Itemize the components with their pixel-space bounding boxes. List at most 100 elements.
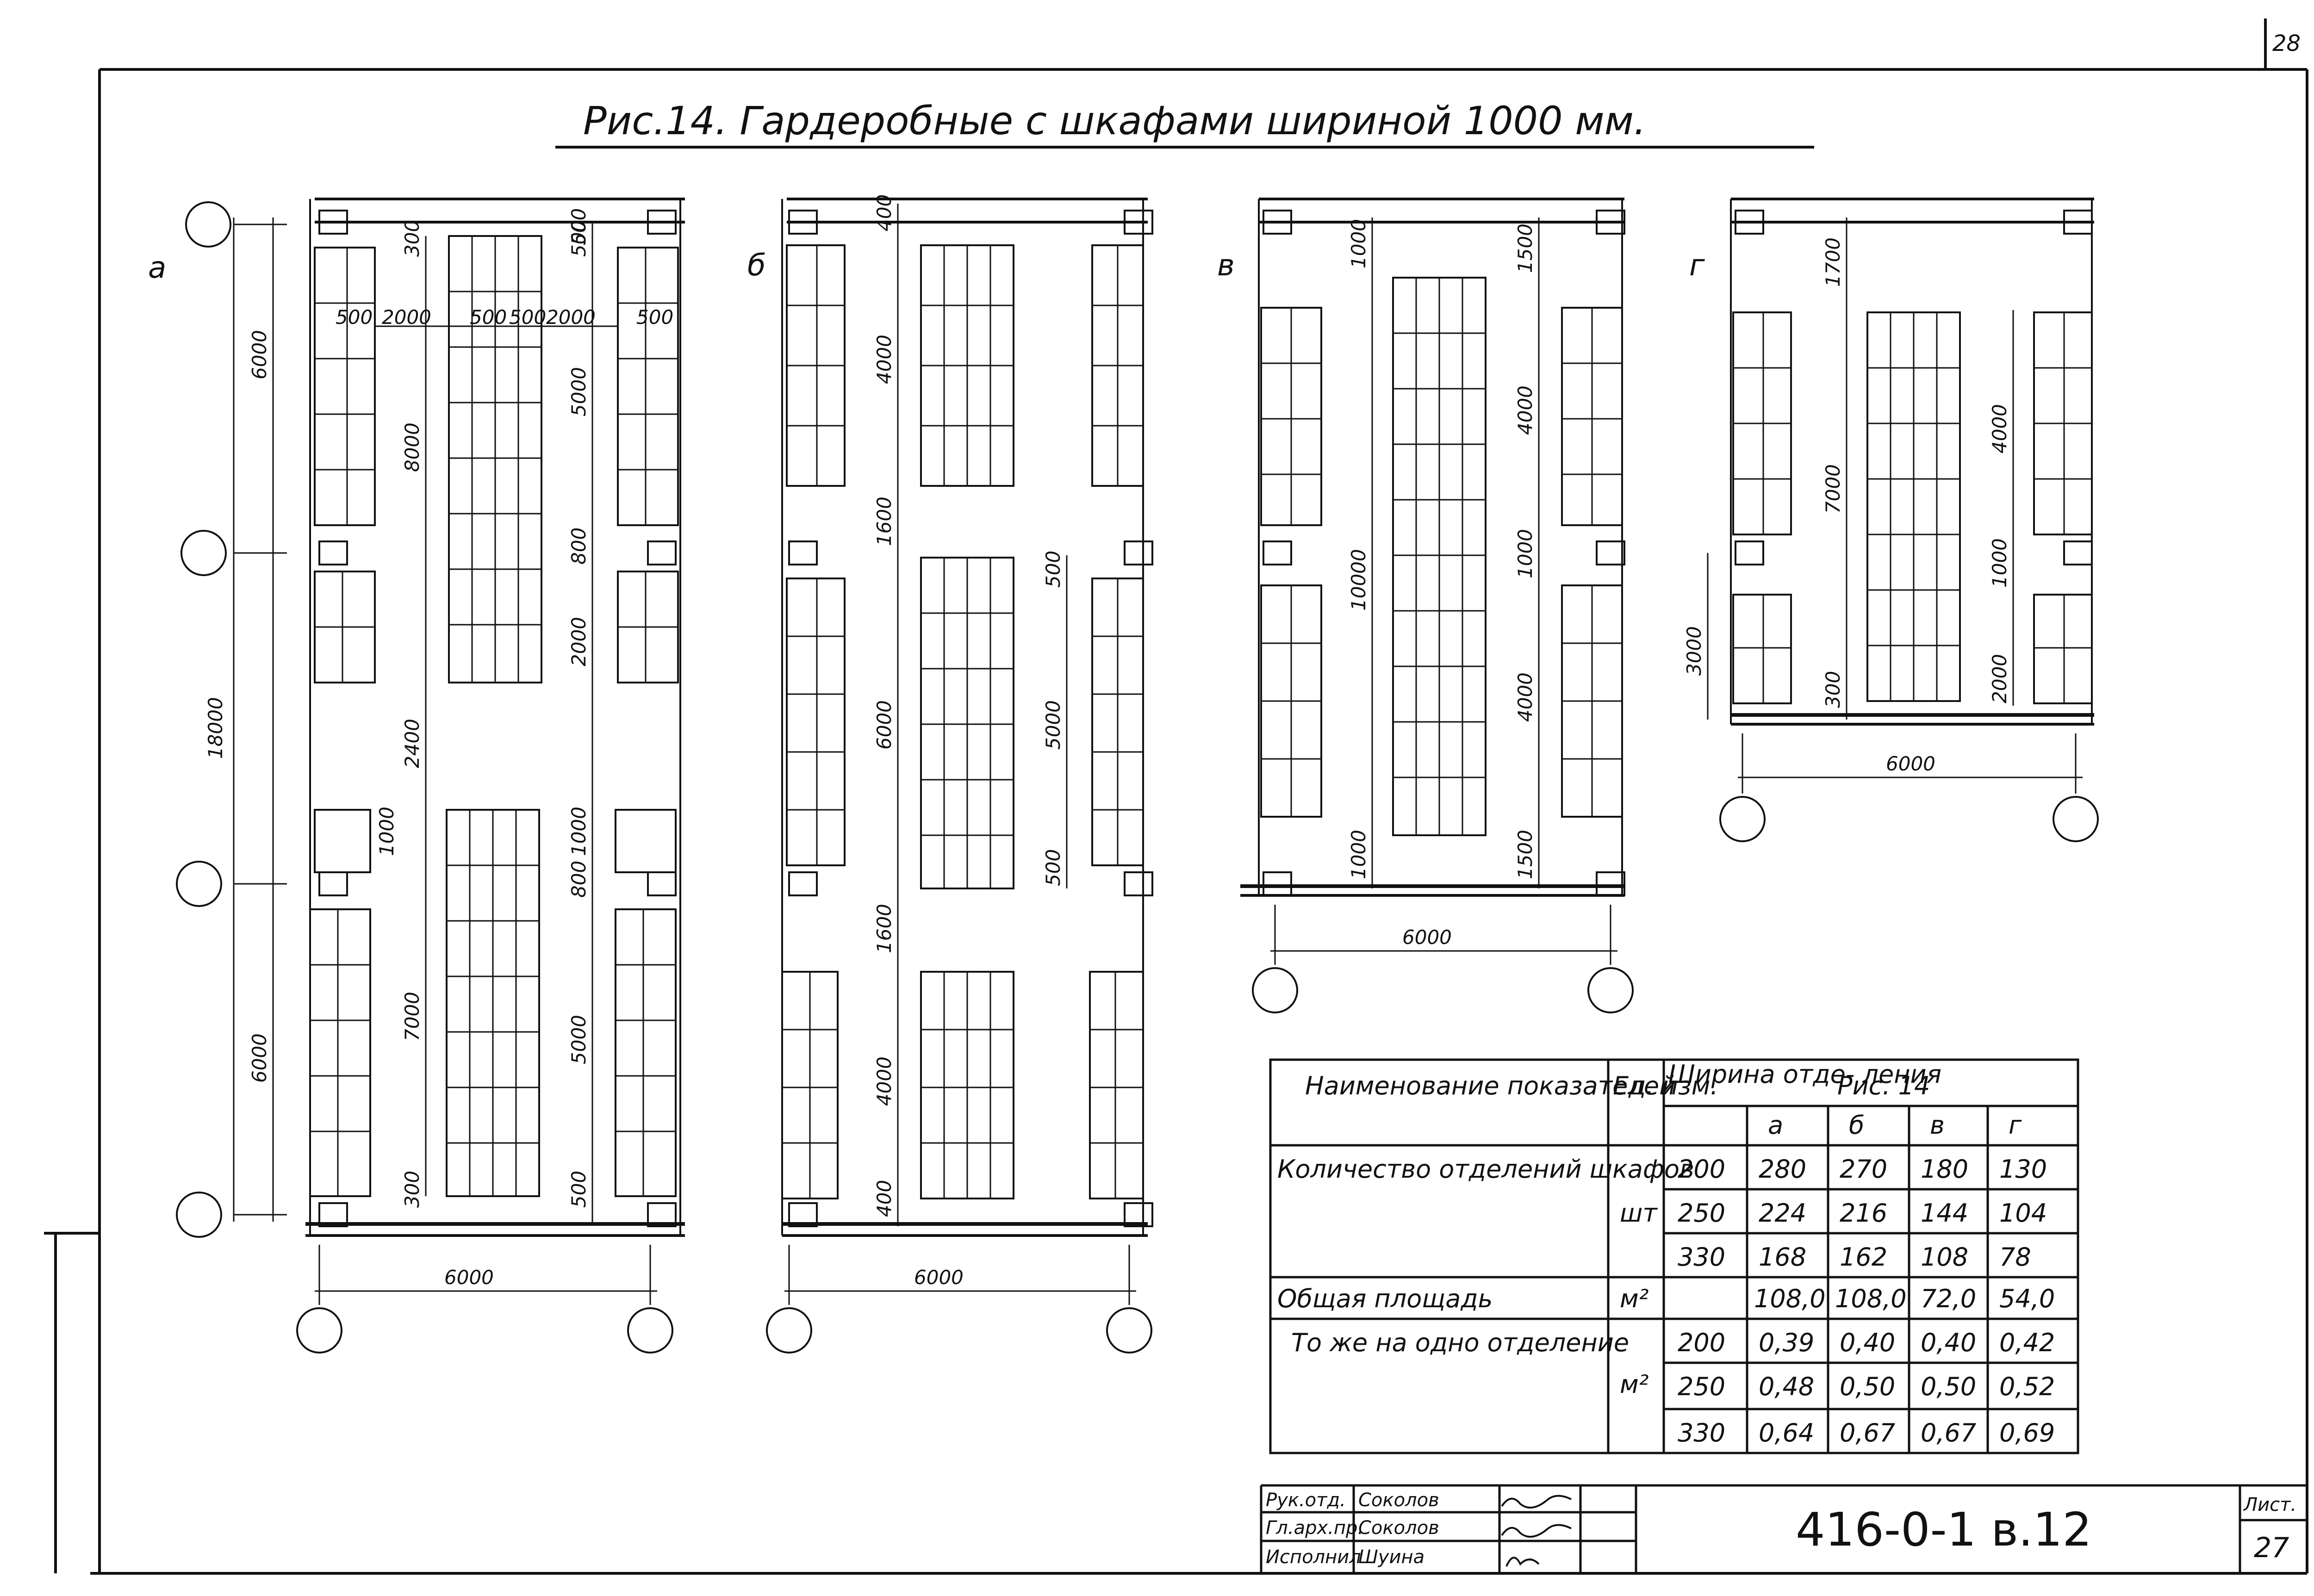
dim-label: 400 — [873, 194, 896, 231]
table-cell: 180 — [1921, 1155, 1968, 1184]
table-cell: 0,50 — [1921, 1372, 1976, 1401]
table-row-name: Количество отделений шкафов — [1277, 1155, 1694, 1184]
axis-bubble — [1252, 967, 1298, 1013]
dim-label: 2400 — [401, 719, 423, 768]
dim-label: 1600 — [873, 497, 896, 546]
table-cell: 0,42 — [1999, 1328, 2055, 1357]
table-cell: 54,0 — [1999, 1284, 2055, 1313]
axis-bubble — [180, 530, 227, 576]
table-cell: 168 — [1759, 1242, 1806, 1272]
dim-label: 4000 — [1988, 404, 2011, 453]
table-cell: 0,48 — [1759, 1372, 1814, 1401]
dim-label: 5000 — [567, 1015, 590, 1064]
table-col-a: а — [1768, 1111, 1783, 1140]
sheet-number: 27 — [2254, 1532, 2289, 1564]
dim-label: 4000 — [873, 335, 896, 384]
dim-label: 500 — [336, 306, 373, 329]
dim-label: 5000 — [1042, 700, 1064, 750]
table-cell: 0,39 — [1759, 1328, 1814, 1357]
dim-label: 5000 — [567, 367, 590, 416]
signature-mark — [1501, 1495, 1572, 1509]
table-cell: 0,64 — [1759, 1418, 1814, 1447]
dim-label: 6000 — [1402, 926, 1452, 949]
dim-label: 500 — [567, 1171, 590, 1208]
dim-label: 1000 — [375, 807, 398, 856]
indicators-table — [1269, 1058, 2079, 1454]
stamp-name: Соколов — [1358, 1517, 1439, 1539]
dim-label: 6000 — [248, 330, 271, 379]
table-col-g: г — [2009, 1111, 2022, 1140]
stamp-role: Гл.арх.пр. — [1266, 1517, 1363, 1539]
dim-label: 7000 — [401, 992, 423, 1041]
table-cell: 130 — [1999, 1155, 2047, 1184]
sheet-label: Лист. — [2243, 1494, 2296, 1515]
title-block-text: Рук.отд. Гл.арх.пр. Исполнил Соколов Сок… — [1266, 1490, 2296, 1568]
stamp-name: Соколов — [1358, 1490, 1439, 1511]
table-cell: 0,50 — [1840, 1372, 1895, 1401]
table-cell: 280 — [1759, 1155, 1806, 1184]
table-row-unit: шт — [1620, 1199, 1658, 1228]
panel-label-g: г — [1689, 248, 1705, 283]
figure-title: Рис.14. Гардеробные с шкафами шириной 10… — [583, 98, 1646, 143]
dim-label: 300 — [1822, 671, 1844, 708]
table-header-width: Ширина отде- ления — [1668, 1060, 1941, 1089]
dim-label: 2000 — [546, 306, 596, 329]
dim-label: 300 — [401, 220, 423, 257]
dim-label: 500 — [567, 208, 590, 245]
plan-g-dims: 1700 7000 300 3000 4000 1000 2000 6000 — [1683, 237, 2011, 775]
dim-label: 500 — [1042, 849, 1064, 886]
dim-label: 2000 — [567, 617, 590, 666]
dim-label: 6000 — [914, 1266, 964, 1289]
table-header-name: Наименование показателей — [1305, 1071, 1675, 1100]
dim-label: 800 — [567, 861, 590, 898]
dim-label: 800 — [567, 528, 590, 565]
plan-v — [1240, 198, 1634, 1013]
panel-label-v: в — [1217, 248, 1235, 283]
title-block — [1260, 1484, 2307, 1573]
dim-label: 1000 — [1347, 830, 1370, 879]
dim-label: 6000 — [248, 1033, 271, 1083]
plan-g — [1707, 198, 2099, 842]
dim-label: 2000 — [1988, 654, 2011, 703]
table-cell: 200 — [1678, 1155, 1725, 1184]
table-cell: 0,69 — [1999, 1418, 2055, 1447]
plan-v-dims: 1000 10000 1000 1500 4000 1000 4000 1500… — [1347, 219, 1536, 949]
dim-label: 2000 — [382, 306, 431, 329]
dim-label: 1000 — [567, 807, 590, 856]
axis-bubble — [176, 861, 222, 907]
table-cell: 108,0 — [1754, 1284, 1826, 1313]
table-header-unit: Ед. изм. — [1613, 1071, 1718, 1100]
table-cell: 250 — [1678, 1199, 1725, 1228]
dim-label: 6000 — [1886, 752, 1935, 775]
table-cell: 0,40 — [1921, 1328, 1976, 1357]
table-cell: 216 — [1840, 1199, 1887, 1228]
signature-mark — [1501, 1524, 1572, 1538]
table-header-fig: Рис. 14 — [1837, 1071, 1930, 1100]
table-row-unit: м² — [1620, 1370, 1648, 1399]
stamp-role: Исполнил — [1266, 1546, 1361, 1568]
axis-bubble — [766, 1307, 812, 1354]
dim-label: 4000 — [1514, 385, 1536, 435]
stamp-role: Рук.отд. — [1266, 1490, 1346, 1511]
dim-label: 3000 — [1683, 626, 1705, 676]
panel-label-b: б — [747, 248, 765, 283]
dim-label: 1600 — [873, 904, 896, 953]
table-col-b: б — [1849, 1111, 1864, 1140]
table-cell: 108,0 — [1835, 1284, 1907, 1313]
table-cell: 250 — [1678, 1372, 1725, 1401]
table-cell: 72,0 — [1921, 1284, 1976, 1313]
dim-label: 1500 — [1514, 224, 1536, 273]
dim-label: 4000 — [1514, 672, 1536, 722]
axis-bubble — [1106, 1307, 1152, 1354]
axis-bubble — [2053, 796, 2099, 842]
axis-bubble — [176, 1192, 222, 1238]
panel-label-a: а — [148, 251, 166, 285]
table-cell: 330 — [1678, 1418, 1725, 1447]
table-cell: 108 — [1921, 1242, 1968, 1272]
table-cell: 104 — [1999, 1199, 2047, 1228]
plan-b — [766, 198, 1153, 1354]
table-col-v: в — [1930, 1111, 1945, 1140]
dim-label: 500 — [470, 306, 507, 329]
axis-bubble — [1587, 967, 1634, 1013]
